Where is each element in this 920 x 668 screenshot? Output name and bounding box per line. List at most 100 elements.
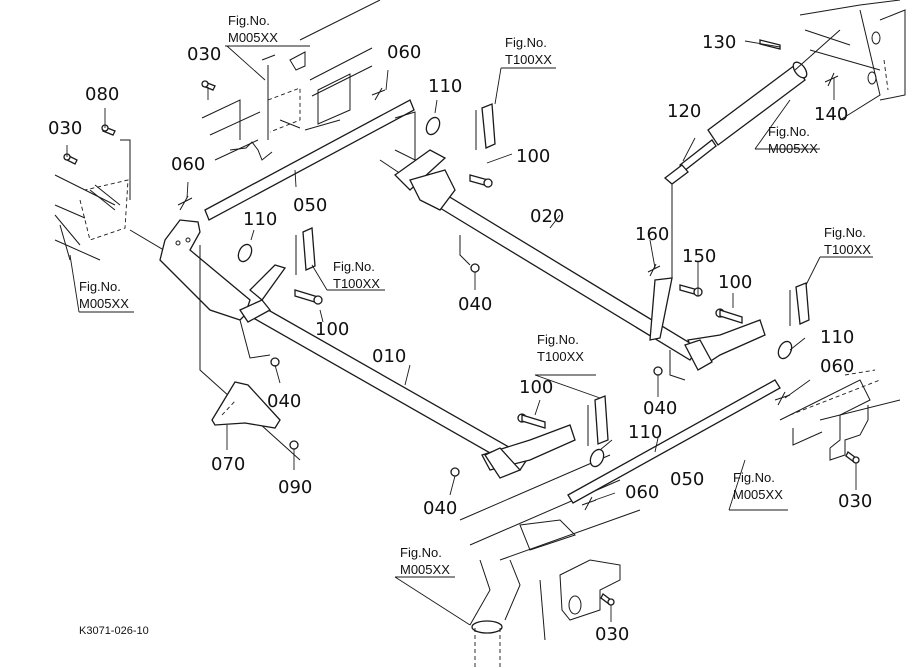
label-040-a: 040 [267,391,301,412]
label-100-right: 100 [718,272,752,293]
ring-110-a [237,243,253,263]
frame-top-left [201,0,381,161]
fig-ref-code: M005XX [768,141,818,156]
frame-right-bracket [779,369,901,461]
fig-ref-label: Fig.No. [333,259,375,274]
clip-060-right [774,391,791,406]
label-120: 120 [667,101,701,122]
bolt-030-right [845,451,860,464]
label-070: 070 [211,454,245,475]
pin-130 [759,39,781,50]
fig-ref-t100-right: Fig.No. T100XX [824,225,871,257]
bolt-080 [101,124,116,136]
leader-lines [66,40,873,626]
fig-ref-label: Fig.No. [768,124,810,139]
block-t100-left [295,227,316,275]
ring-110-d [777,340,793,360]
bolt-030-left [63,153,78,165]
fig-ref-code: T100XX [505,52,552,67]
part-120-gas-spring [663,29,841,185]
frame-left-bracket [54,139,131,261]
label-060-bottom: 060 [625,482,659,503]
fig-ref-m005-top: Fig.No. M005XX [228,13,278,45]
lift-arm-top [393,149,471,266]
fig-ref-code: M005XX [228,30,278,45]
label-030-right: 030 [838,491,872,512]
fig-ref-label: Fig.No. [537,332,579,347]
fig-ref-label: Fig.No. [505,35,547,50]
label-040-b: 040 [458,294,492,315]
label-040-d: 040 [423,498,457,519]
label-010: 010 [372,346,406,367]
nut-040-a [270,357,280,367]
fig-ref-code: M005XX [79,296,129,311]
lift-arm-right [669,319,766,381]
label-050-lower: 050 [670,469,704,490]
label-140: 140 [814,104,848,125]
fig-ref-label: Fig.No. [824,225,866,240]
pin-100-a [294,289,323,305]
fig-ref-label: Fig.No. [400,545,442,560]
fig-ref-t100-top: Fig.No. T100XX [505,35,552,67]
pin-100-b [469,174,493,188]
pin-150 [679,284,703,297]
pin-100-d [715,308,743,324]
label-110-right: 110 [820,327,854,348]
label-110-bottom: 110 [628,422,662,443]
fig-ref-m005-left: Fig.No. M005XX [79,279,129,311]
clip-060-left [177,195,193,211]
nut-090 [289,440,299,450]
clip-060-top [371,87,386,101]
nut-040-c [653,366,663,376]
fig-ref-code: M005XX [733,487,783,502]
label-100-bottom: 100 [519,377,553,398]
label-130: 130 [702,32,736,53]
clip-060-bottom [581,496,597,511]
label-030-top: 030 [187,44,221,65]
fig-ref-label: Fig.No. [79,279,121,294]
nut-040-d [450,467,460,477]
fig-ref-label: Fig.No. [733,470,775,485]
bolt-030-bottom [600,593,615,606]
label-080: 080 [85,84,119,105]
label-060-top: 060 [387,42,421,63]
block-t100-right [789,282,810,326]
fig-ref-code: M005XX [400,562,450,577]
fig-ref-m005-right-bottom: Fig.No. M005XX [733,470,783,502]
clip-140 [824,72,839,87]
fig-ref-t100-left: Fig.No. T100XX [333,259,380,291]
label-090: 090 [278,477,312,498]
lift-arm-bottom [481,424,576,479]
frame-right-top [799,0,906,121]
label-060-right: 060 [820,356,854,377]
label-150: 150 [682,246,716,267]
part-050-bar-lower [567,379,781,504]
ring-110-b [425,116,441,136]
drawing-code: K3071-026-10 [79,625,149,637]
fig-ref-m005-right-top: Fig.No. M005XX [768,124,818,156]
label-020: 020 [530,206,564,227]
bolt-030-top [201,80,216,91]
label-110-left: 110 [243,209,277,230]
label-030-left: 030 [48,118,82,139]
label-110-top: 110 [428,76,462,97]
pin-100-c [517,413,546,429]
part-050-bar-upper [204,99,416,221]
frame-bottom [459,454,641,668]
fig-ref-code: T100XX [333,276,380,291]
fig-ref-label: Fig.No. [228,13,270,28]
fig-ref-m005-bottom: Fig.No. M005XX [400,545,450,577]
part-070-plate [211,381,281,429]
label-160: 160 [635,224,669,245]
clip-160 [647,263,661,277]
left-arm-bracket [159,219,301,461]
label-030-bottom: 030 [595,624,629,645]
label-100-left: 100 [315,319,349,340]
ring-110-c [589,448,605,468]
nut-040-b [470,263,480,273]
label-100-top: 100 [516,146,550,167]
fig-ref-code: T100XX [537,349,584,364]
block-t100-bottom [587,395,609,446]
fig-ref-code: T100XX [824,242,871,257]
